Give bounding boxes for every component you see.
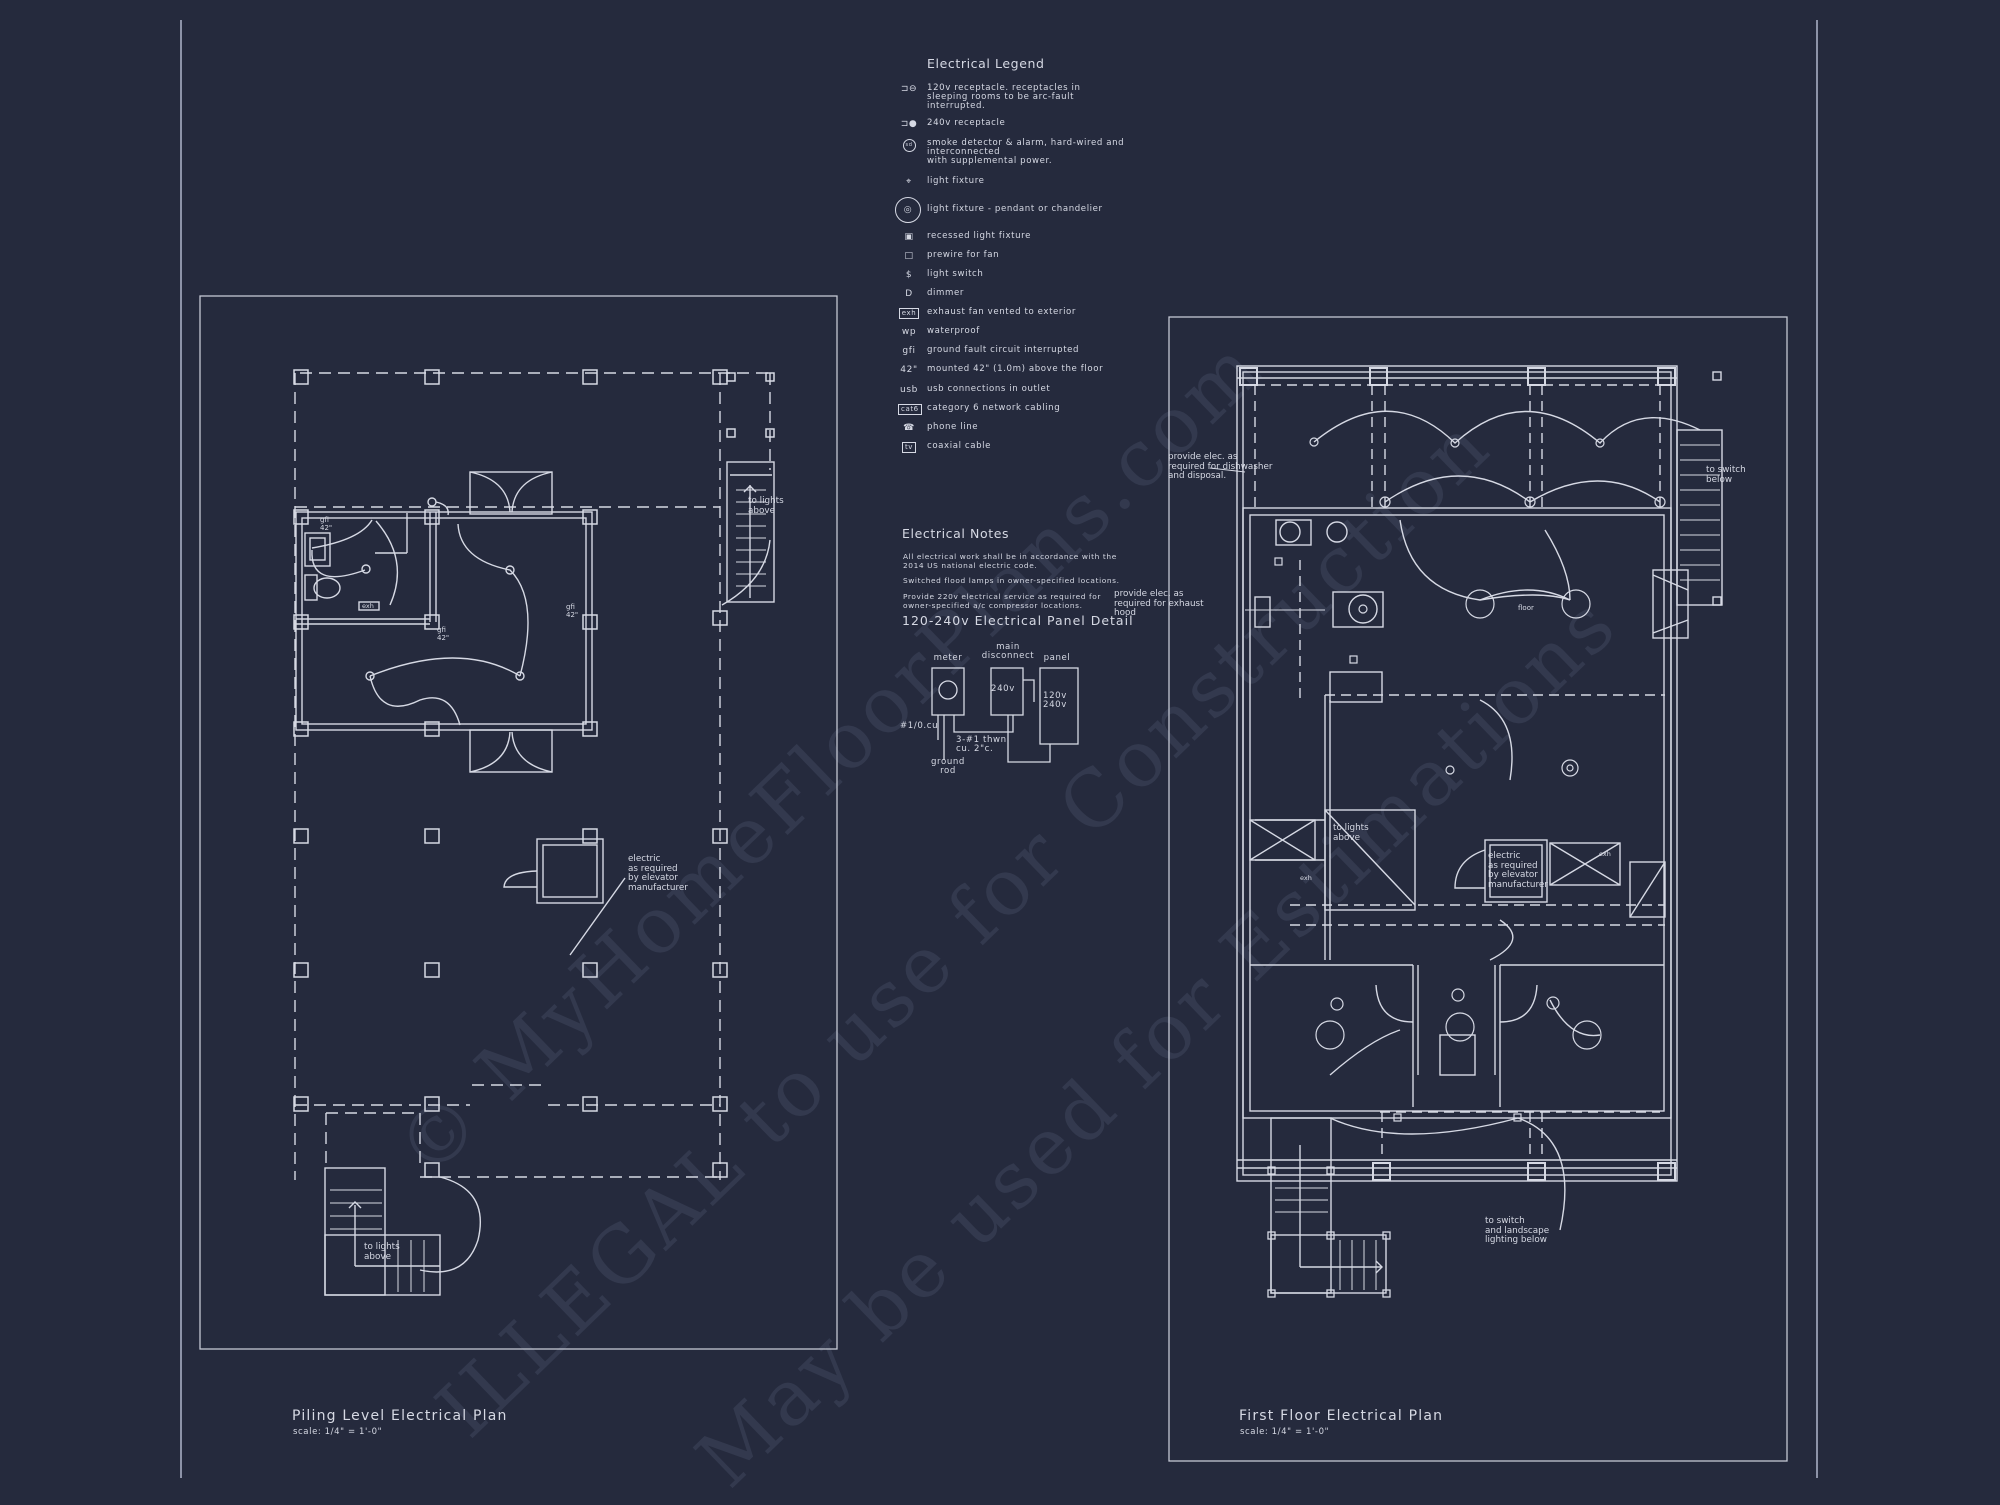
waterproof-icon: wp bbox=[901, 327, 917, 337]
legend-item: ◎ light fixture - pendant or chandelier bbox=[895, 197, 1158, 223]
legend-label: dimmer bbox=[927, 288, 965, 298]
legend-label: light switch bbox=[927, 269, 984, 279]
annotation-lights-above: to lights above bbox=[1333, 823, 1369, 843]
annotation-gfi: gfi 42" bbox=[320, 516, 333, 532]
panel-detail-title: 120-240v Electrical Panel Detail bbox=[902, 613, 1134, 628]
annotation-elevator: electric as required by elevator manufac… bbox=[628, 854, 688, 893]
exhaust-fan-label: exh bbox=[362, 602, 374, 610]
first-floor-plan-scale: scale: 1/4" = 1'-0" bbox=[1240, 1427, 1330, 1437]
panel-detail-linework bbox=[931, 667, 1079, 763]
annotation-landscape: to switch and landscape lighting below bbox=[1485, 1216, 1550, 1246]
mounted-42-icon: 42" bbox=[900, 365, 918, 375]
legend-item: cat6 category 6 network cabling bbox=[898, 403, 1158, 415]
legend-label: recessed light fixture bbox=[927, 231, 1031, 241]
floor-outlet-label: floor bbox=[1518, 604, 1534, 612]
first-floor-plan-title: First Floor Electrical Plan bbox=[1239, 1408, 1444, 1424]
legend-item: ⌖ light fixture bbox=[898, 176, 1158, 187]
wire-label: #1/0.cu bbox=[900, 721, 939, 731]
legend-item: usb usb connections in outlet bbox=[898, 384, 1158, 395]
legend-label: waterproof bbox=[927, 326, 980, 336]
legend-label: 240v receptacle bbox=[927, 118, 1006, 128]
legend-item: tv coaxial cable bbox=[898, 441, 1158, 453]
legend-label: phone line bbox=[927, 422, 979, 432]
gfi-icon: gfi bbox=[902, 346, 916, 356]
panel-label: panel bbox=[1043, 653, 1071, 663]
legend-item: gfi ground fault circuit interrupted bbox=[898, 345, 1158, 356]
legend-label: prewire for fan bbox=[927, 250, 1000, 260]
smoke-detector-icon: sd bbox=[898, 139, 920, 152]
legend-label: exhaust fan vented to exterior bbox=[927, 307, 1077, 317]
legend-item: ▣ recessed light fixture bbox=[898, 231, 1158, 242]
legend-label: light fixture bbox=[927, 176, 985, 186]
ground-rod-label: ground rod bbox=[930, 757, 965, 777]
first-floor-linework bbox=[1209, 365, 1723, 1298]
exhaust-fan-label: exh bbox=[1599, 850, 1611, 858]
legend-label: ground fault circuit interrupted bbox=[927, 345, 1080, 355]
legend-label: 120v receptacle. receptacles in sleeping… bbox=[927, 83, 1081, 112]
fan-prewire-icon: □ bbox=[904, 251, 914, 261]
annotation-lights-above-lower: to lights above bbox=[364, 1242, 400, 1262]
legend-item: ⊐● 240v receptacle bbox=[898, 118, 1158, 129]
meter-label: meter bbox=[933, 653, 963, 663]
legend-item: ☎ phone line bbox=[898, 422, 1158, 433]
note-2: Switched flood lamps in owner-specified … bbox=[903, 576, 1120, 585]
legend-label: light fixture - pendant or chandelier bbox=[927, 204, 1103, 214]
exhaust-fan-label: exh bbox=[1300, 874, 1312, 882]
annotation-lights-above: to lights above bbox=[748, 496, 784, 516]
annotation-dishwasher: provide elec. as required for dishwasher… bbox=[1168, 452, 1273, 482]
legend-title: Electrical Legend bbox=[927, 56, 1045, 71]
pendant-chandelier-icon: ◎ bbox=[895, 197, 921, 223]
legend-item: sd smoke detector & alarm, hard-wired an… bbox=[898, 138, 1158, 167]
piling-plan-title: Piling Level Electrical Plan bbox=[292, 1408, 508, 1424]
legend-item: D dimmer bbox=[898, 288, 1158, 299]
legend-item: $ light switch bbox=[898, 269, 1158, 280]
cat6-icon: cat6 bbox=[898, 404, 922, 415]
annotation-gfi: gfi 42" bbox=[437, 626, 450, 642]
conductor-label: 3-#1 thwn. cu. 2"c. bbox=[956, 735, 1010, 755]
dimmer-icon: D bbox=[905, 289, 913, 299]
legend-label: smoke detector & alarm, hard-wired and i… bbox=[927, 138, 1125, 167]
light-fixture-icon: ⌖ bbox=[906, 177, 912, 187]
usb-icon: usb bbox=[900, 385, 918, 395]
legend-item: ⊐⊖ 120v receptacle. receptacles in sleep… bbox=[898, 83, 1158, 112]
annotation-gfi: gfi 42" bbox=[566, 603, 579, 619]
receptacle-120v-icon: ⊐⊖ bbox=[900, 84, 918, 94]
receptacle-240v-icon: ⊐● bbox=[900, 119, 918, 129]
annotation-switch-below: to switch below bbox=[1706, 465, 1746, 485]
phone-icon: ☎ bbox=[903, 423, 915, 433]
legend-label: coaxial cable bbox=[927, 441, 992, 451]
tv-icon: tv bbox=[898, 442, 920, 453]
disconnect-value: 240v bbox=[991, 684, 1015, 694]
note-1: All electrical work shall be in accordan… bbox=[903, 552, 1117, 570]
note-3: Provide 220v electrical service as requi… bbox=[903, 592, 1101, 610]
legend-item: □ prewire for fan bbox=[898, 250, 1158, 261]
panel-value: 120v 240v bbox=[1043, 691, 1067, 711]
legend-item: 42" mounted 42" (1.0m) above the floor bbox=[898, 364, 1158, 375]
annotation-exhaust-hood: provide elec. as required for exhaust ho… bbox=[1114, 589, 1204, 619]
disconnect-label: main disconnect bbox=[981, 642, 1035, 662]
exhaust-fan-icon: exh bbox=[898, 308, 920, 319]
legend-item: wp waterproof bbox=[898, 326, 1158, 337]
recessed-light-icon: ▣ bbox=[904, 232, 914, 242]
notes-title: Electrical Notes bbox=[902, 526, 1010, 541]
legend-item: exh exhaust fan vented to exterior bbox=[898, 307, 1158, 319]
legend-label: category 6 network cabling bbox=[927, 403, 1061, 413]
light-switch-icon: $ bbox=[905, 270, 913, 280]
legend-label: usb connections in outlet bbox=[927, 384, 1051, 394]
piling-plan-linework bbox=[293, 369, 775, 1296]
piling-plan-scale: scale: 1/4" = 1'-0" bbox=[293, 1427, 383, 1437]
annotation-elevator: electric as required by elevator manufac… bbox=[1488, 851, 1548, 890]
legend-label: mounted 42" (1.0m) above the floor bbox=[927, 364, 1104, 374]
